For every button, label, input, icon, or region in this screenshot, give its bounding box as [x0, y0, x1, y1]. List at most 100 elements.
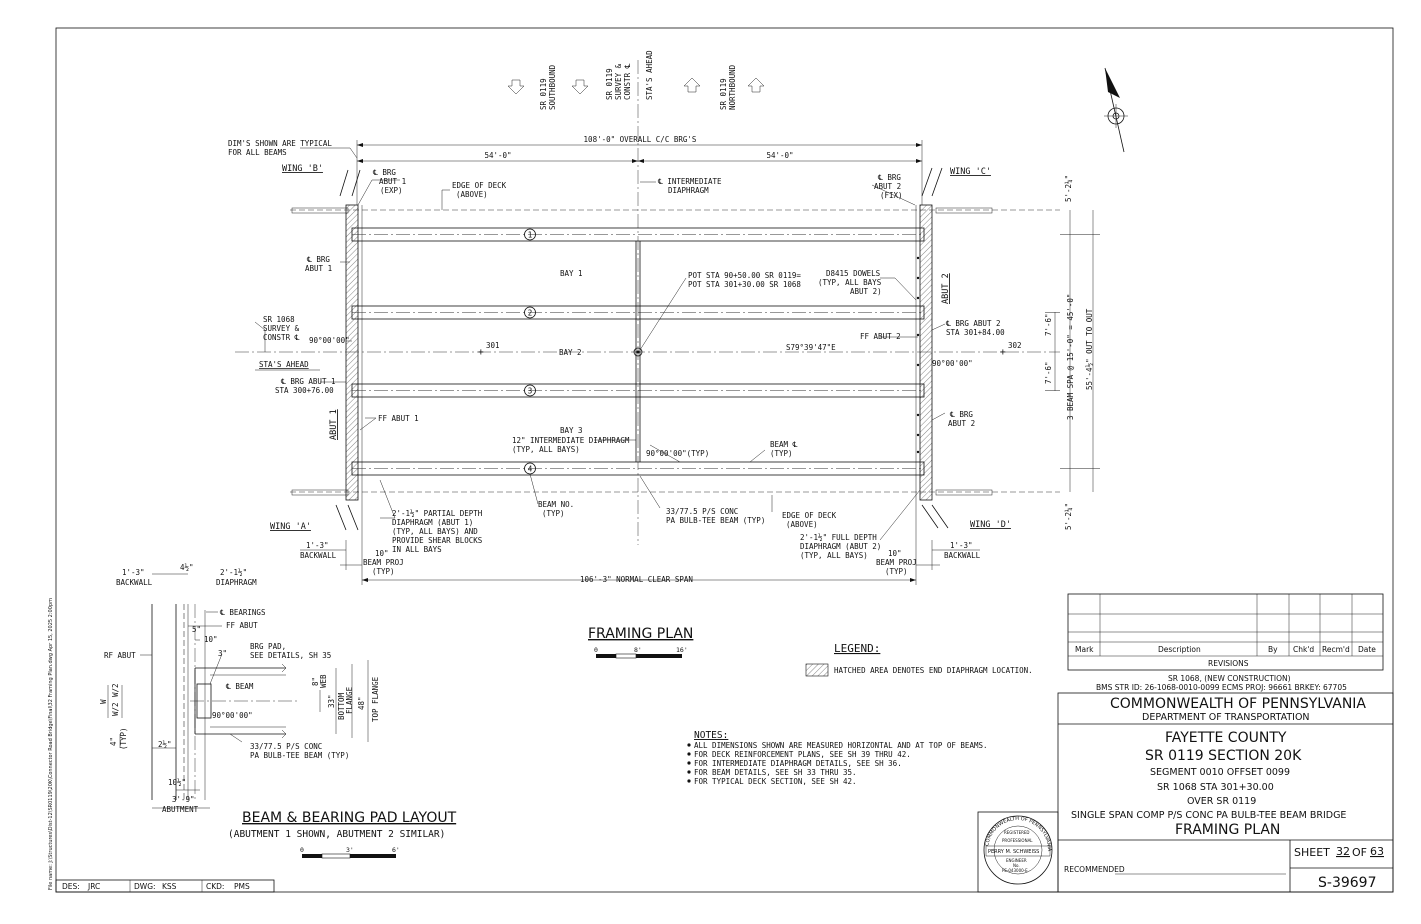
plan-note: EDGE OF DECK — [452, 181, 507, 190]
plan-note: (FIX) — [880, 191, 903, 200]
ckd-value: PMS — [234, 882, 250, 891]
sta-tick: + — [478, 347, 484, 358]
dim-label: 7'-6" — [1044, 361, 1053, 384]
plan-note: DIM'S SHOWN ARE TYPICAL — [228, 139, 332, 148]
plan-note: 2'-1½" FULL DEPTH — [800, 533, 877, 542]
detail-note: SEE DETAILS, SH 35 — [250, 651, 331, 660]
plan-note: (TYP) — [770, 449, 793, 458]
plan-note: PA BULB-TEE BEAM (TYP) — [666, 516, 765, 525]
seal-text: REGISTERED — [1004, 830, 1029, 835]
plan-note: 2'-1½" PARTIAL DEPTH — [392, 509, 483, 518]
commonwealth: COMMONWEALTH OF PENNSYLVANIA — [1110, 696, 1366, 712]
notes: NOTES: ALL DIMENSIONS SHOWN ARE MEASURED… — [687, 730, 988, 786]
half-dim-left: 54'-0" — [484, 151, 511, 160]
detail-note: WEB — [319, 674, 328, 688]
plan-note: FF ABUT 1 — [378, 414, 419, 423]
dim-label: 5'-2¼" — [1064, 175, 1073, 202]
sheet-total: 63 — [1370, 845, 1384, 858]
framing-plan-title: FRAMING PLAN — [588, 626, 693, 642]
scale-label: 3' — [346, 846, 354, 854]
bearing-label: S79°39'47"E — [786, 343, 836, 352]
seal-text: PROFESSIONAL — [1002, 838, 1033, 843]
plan-note: (ABOVE) — [456, 190, 488, 199]
detail-note: 33/77.5 P/S CONC — [250, 742, 322, 751]
beam-number: 2 — [528, 309, 533, 318]
plan-note: ABUT 2 — [948, 419, 975, 428]
plan-note: IN ALL BAYS — [392, 545, 442, 554]
dim-label: 3" — [218, 649, 227, 658]
plan-note: EDGE OF DECK — [782, 511, 837, 520]
beam-number: 4 — [528, 465, 533, 474]
plan-note: POT STA 301+30.00 SR 1068 — [688, 280, 801, 289]
svg-text:SR 0119NORTHBOUND: SR 0119NORTHBOUND — [719, 64, 737, 110]
direction-label: STA'S AHEAD — [645, 50, 654, 100]
seal-text: PERRY M. SCHWEISS — [988, 849, 1039, 855]
detail-note: BRG PAD, — [250, 642, 286, 651]
beam-number: 1 — [528, 231, 533, 240]
scale-label: 16' — [676, 646, 688, 654]
seal-box — [977, 811, 1059, 893]
station-label: 302 — [1008, 341, 1022, 350]
revision-header: By — [1268, 645, 1278, 654]
dim-label: 48" — [357, 696, 366, 710]
revisions-table: Mark Description By Chk'd Recm'd Date RE… — [1067, 593, 1384, 671]
dim-label: 4½" — [180, 563, 194, 572]
svg-text:BRG PAD,SEE DETAILS, SH 35: BRG PAD,SEE DETAILS, SH 35 — [250, 642, 331, 660]
abut2-label: ABUT 2 — [941, 273, 951, 304]
arrow-up-icon — [747, 77, 765, 93]
sheet-number: 32 — [1336, 845, 1350, 858]
dim-label: 2'-1½" — [220, 568, 247, 577]
seal-text: PE-043000-E — [1002, 868, 1028, 873]
detail-note: ABUTMENT — [162, 805, 199, 814]
plan-note: D8415 DOWELS — [826, 269, 881, 278]
dwg-value: KSS — [162, 882, 177, 891]
detail-note: DIAPHRAGM — [216, 578, 257, 587]
direction-arrows: SR 0119SOUTHBOUND SR 0119SURVEY &CONSTR … — [507, 50, 765, 545]
direction-label: SURVEY & — [614, 63, 623, 100]
detail-note: ℄ BEAM — [225, 682, 254, 691]
north-arrow-icon — [1104, 67, 1128, 153]
svg-text:10"BEAM PROJ(TYP): 10"BEAM PROJ(TYP) — [363, 549, 404, 576]
arrow-down-icon — [507, 79, 525, 95]
county: FAYETTE COUNTY — [1165, 730, 1287, 746]
wing-c-label: WING 'C' — [950, 167, 991, 177]
plan-note: ABUT 1 — [379, 177, 406, 186]
direction-label: SR 0119 — [539, 78, 548, 110]
sheet-border — [55, 27, 1394, 893]
revision-header: Mark — [1075, 645, 1094, 654]
plan-note: (ABOVE) — [786, 520, 818, 529]
plan-note: ℄ BRG — [372, 168, 396, 177]
half-dim-right: 54'-0" — [766, 151, 793, 160]
station: SR 1068 STA 301+30.00 — [1157, 782, 1274, 793]
bay-label: BAY 3 — [560, 426, 583, 435]
arrow-down-icon — [571, 79, 589, 95]
plan-note: (TYP) — [542, 509, 565, 518]
svg-text:POT STA 90+50.00 SR 0119=POT S: POT STA 90+50.00 SR 0119=POT STA 301+30.… — [688, 271, 801, 289]
dim-label: 1'-3" — [122, 568, 145, 577]
angle-label: 90°00'00"(TYP) — [646, 449, 709, 458]
sheet-title: FRAMING PLAN — [1175, 822, 1280, 838]
dim-label: 10" — [375, 549, 389, 558]
svg-text:BEAM ℄(TYP): BEAM ℄(TYP) — [770, 440, 799, 458]
bridge-type: SINGLE SPAN COMP P/S CONC PA BULB-TEE BE… — [1071, 810, 1346, 821]
dim-label: 33" — [327, 694, 336, 708]
scale-label: 0 — [594, 646, 598, 654]
dim-label: 5" — [192, 625, 201, 634]
detail-subtitle: (ABUTMENT 1 SHOWN, ABUTMENT 2 SIMILAR) — [228, 829, 445, 840]
plan-note: ABUT 2) — [850, 287, 882, 296]
detail-note: TOP FLANGE — [371, 676, 380, 722]
plan-note: PROVIDE SHEAR BLOCKS — [392, 536, 483, 545]
plan-note: SURVEY & — [263, 324, 300, 333]
revisions-caption: REVISIONS — [1208, 659, 1249, 668]
detail-scale-bar: 0 3' 6' — [300, 846, 400, 859]
wing-b-label: WING 'B' — [282, 164, 323, 174]
note-item: ALL DIMENSIONS SHOWN ARE MEASURED HORIZO… — [694, 741, 988, 750]
plan-note: DIAPHRAGM (ABUT 2) — [800, 542, 881, 551]
